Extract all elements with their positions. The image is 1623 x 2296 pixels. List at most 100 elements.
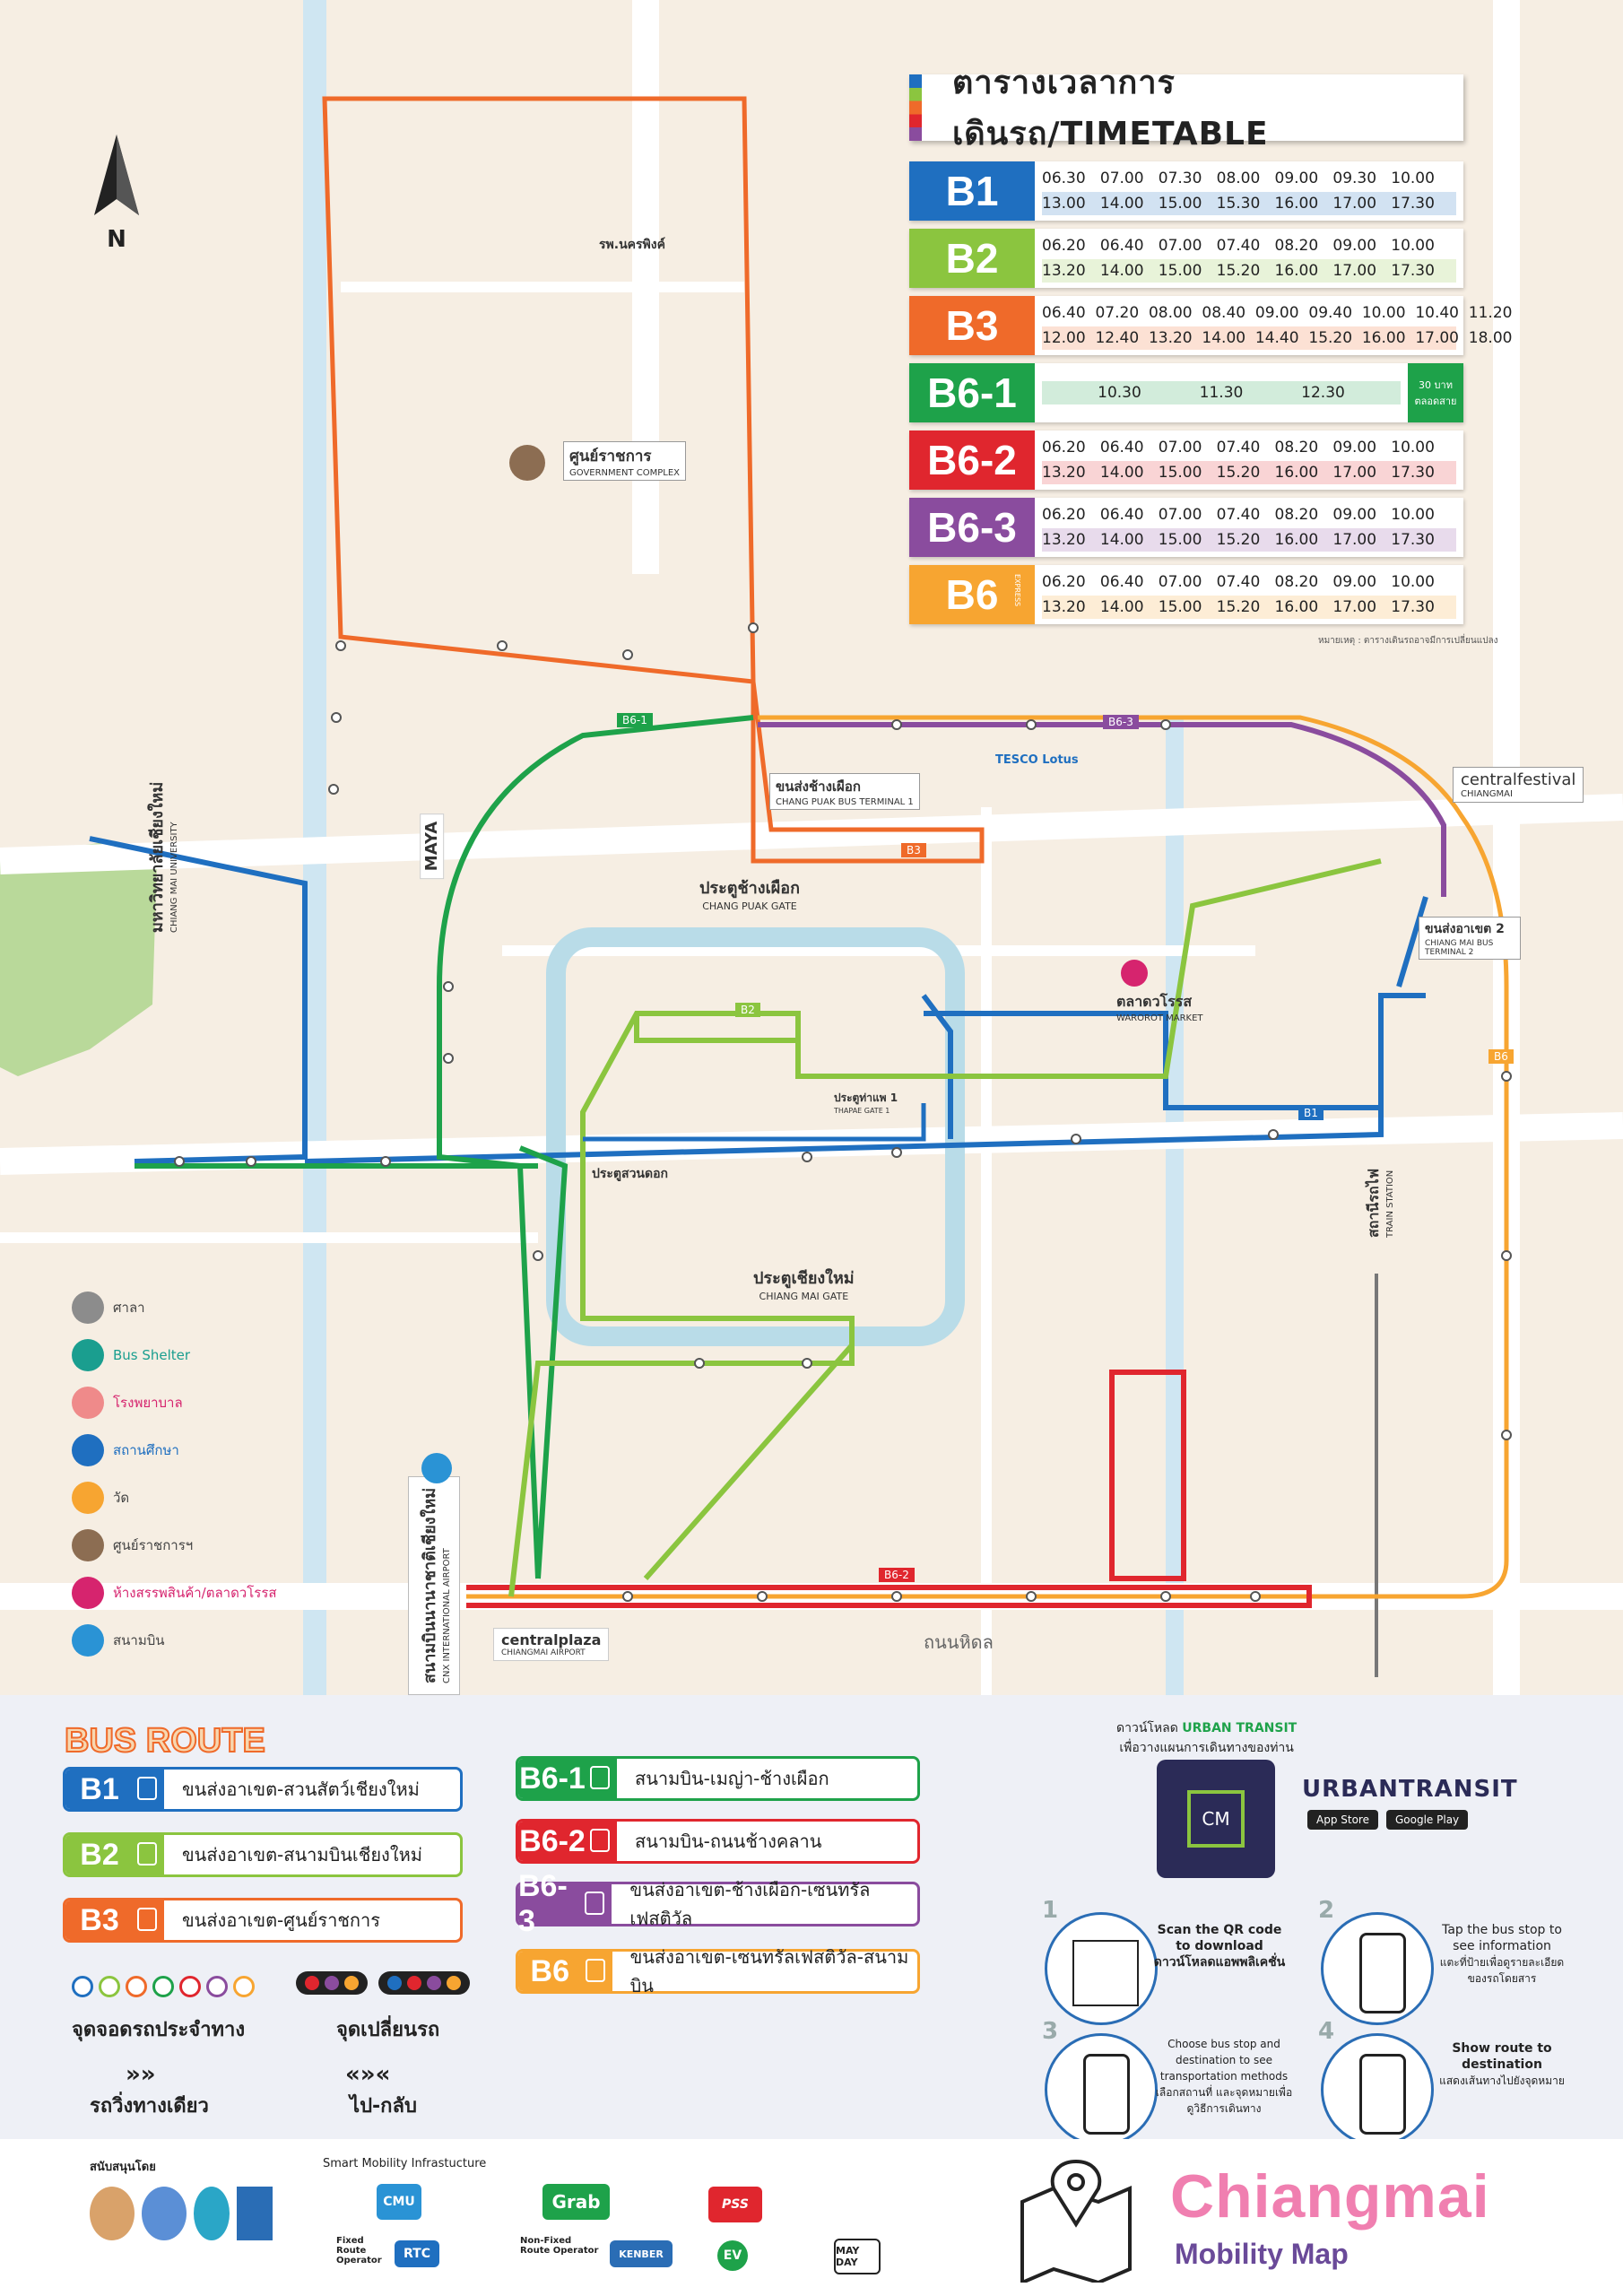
route-b6-1: [135, 715, 754, 1579]
timetable-route-badge: B6-1: [909, 363, 1035, 422]
bus-icon: [585, 1959, 605, 1982]
transfer-dots-row: [296, 1971, 470, 1995]
temple-icon: [72, 1482, 104, 1514]
route-b6: [466, 715, 1509, 1599]
chiangmai-gate-label: ประตูเชียงใหม่ CHIANG MAI GATE: [753, 1269, 855, 1302]
step-4-circle: [1321, 2033, 1434, 2146]
central-festival-label: centralfestival CHIANGMAI: [1453, 767, 1584, 803]
route-description: ขนส่งอาเขต-ช้างเผือก-เซนทรัลเฟสติวัล: [629, 1879, 871, 1929]
google-play-button[interactable]: Google Play: [1386, 1810, 1469, 1830]
step-3-circle: [1045, 2033, 1158, 2146]
step-3-number: 3: [1042, 2018, 1059, 2045]
step-4-text: Show route to destination แสดงเส้นทางไปย…: [1439, 2041, 1565, 2087]
bus-icon: [137, 1777, 157, 1800]
tha-phae-gate-label: ประตูท่าแพ 1 THAPAE GATE 1: [834, 1091, 898, 1115]
route-item-b3: B3 ขนส่งอาเขต-ศูนย์ราชการ: [63, 1898, 463, 1943]
rtc-logo: RTC: [395, 2240, 439, 2267]
app-logo-icon[interactable]: CM: [1157, 1760, 1275, 1878]
central-plaza-label: centralplaza CHIANGMAI AIRPORT: [493, 1628, 610, 1661]
qr-code-icon[interactable]: [1072, 1940, 1139, 2006]
fare-note: 30 บาท ตลอดสาย: [1408, 363, 1463, 422]
route-code: B6-3: [518, 1869, 568, 1938]
timetable-morning-times: 06.20 06.40 07.00 07.40 08.20 09.00 10.0…: [1042, 506, 1435, 524]
route-description: ขนส่งอาเขต-สวนสัตว์เชียงใหม่: [182, 1779, 420, 1800]
timetable-afternoon-times: 13.20 14.00 15.00 15.20 16.00 17.00 17.3…: [1042, 596, 1456, 619]
app-download-text: ดาวน์โหลด URBAN TRANSIT เพื่อวางแผนการเด…: [1116, 1721, 1298, 1755]
route-code: B1: [80, 1771, 119, 1806]
legend-label: สนามบิน: [113, 1632, 165, 1648]
park-area: [0, 843, 157, 1076]
stop-label: จุดจอดรถประจำทาง: [72, 2019, 246, 2041]
airport-icon: [72, 1624, 104, 1657]
stop-dots-row: [72, 1976, 255, 1997]
step-2-number: 2: [1318, 1897, 1335, 1924]
route-description: ขนส่งอาเขต-ศูนย์ราชการ: [182, 1909, 380, 1931]
road-label: ถนนหิดล: [924, 1631, 994, 1653]
kenber-logo: KENBER: [610, 2240, 673, 2267]
twoway-arrows-icon: «»«: [345, 2061, 391, 2088]
route-b6-2: [466, 1370, 1312, 1608]
timetable-route-badge: B6-3: [909, 498, 1035, 557]
chang-puak-gate-label: ประตูช้างเผือก CHANG PUAK GATE: [699, 879, 800, 912]
mobility-map-subtitle: Mobility Map: [1175, 2238, 1349, 2270]
hospital-icon: [72, 1387, 104, 1419]
maya-label: MAYA: [420, 813, 445, 880]
legend-item: วัด: [72, 1482, 129, 1514]
legend-label: สถานศึกษา: [113, 1442, 179, 1458]
app-store-button[interactable]: App Store: [1307, 1810, 1378, 1830]
river: [1166, 718, 1184, 1695]
legend-item: Bus Shelter: [72, 1339, 190, 1371]
b2-map-tag: B2: [735, 1003, 760, 1017]
phone-icon: [1083, 2054, 1130, 2135]
oneway-arrows-icon: »»: [126, 2061, 156, 2088]
legend-item: สถานศึกษา: [72, 1434, 179, 1466]
cmu-label: มหาวิทยาลัยเชียงใหม่ CHIANG MAI UNIVERSI…: [148, 781, 179, 933]
b63-map-tag: B6-3: [1103, 715, 1139, 729]
pavilion-icon: [72, 1292, 104, 1324]
support-label: สนับสนุนโดย: [90, 2161, 156, 2174]
timetable-route-badge: B2: [909, 229, 1035, 288]
timetable-afternoon-times: 13.20 14.00 15.00 15.20 16.00 17.00 17.3…: [1042, 259, 1456, 283]
logo-icon: [194, 2187, 230, 2240]
bus-icon: [585, 1892, 605, 1915]
timetable-afternoon-times: 13.20 14.00 15.00 15.20 16.00 17.00 17.3…: [1042, 528, 1456, 552]
route-b1: [89, 836, 1428, 1164]
school-icon: [72, 1434, 104, 1466]
timetable-morning-times: 06.20 06.40 07.00 07.40 08.20 09.00 10.0…: [1042, 573, 1435, 591]
timetable-morning-times: 06.20 06.40 07.00 07.40 08.20 09.00 10.0…: [1042, 439, 1435, 457]
tesco-label: TESCO Lotus: [995, 753, 1079, 767]
timetable-afternoon-times: 12.00 12.40 13.20 14.00 14.40 15.20 16.0…: [1042, 326, 1512, 350]
timetable-route-badge: B6-2: [909, 430, 1035, 490]
timetable-row-b6-3: B6-3 06.20 06.40 07.00 07.40 08.20 09.00 …: [909, 498, 1463, 557]
route-description: สนามบิน-เมญ่า-ช้างเผือก: [635, 1768, 829, 1789]
train-station-label: สถานีรถไฟ TRAIN STATION: [1365, 1168, 1395, 1238]
step-2-text: Tap the bus stop to see information แตะท…: [1439, 1923, 1565, 1985]
express-tag: EXPRESS: [1013, 574, 1021, 607]
bus-icon: [137, 1842, 157, 1866]
legend-label: Bus Shelter: [113, 1347, 191, 1363]
north-arrow-icon: N: [90, 135, 143, 253]
route-item-b6-3: B6-3 ขนส่งอาเขต-ช้างเผือก-เซนทรัลเฟสติวัล: [516, 1869, 920, 1938]
bus-icon: [590, 1766, 610, 1789]
route-code: B3: [80, 1902, 119, 1937]
transfer-label: จุดเปลี่ยนรถ: [336, 2019, 440, 2041]
mayday-logo: MAY DAY: [834, 2239, 881, 2274]
timetable-row-b6-2: B6-2 06.20 06.40 07.00 07.40 08.20 09.00 …: [909, 430, 1463, 490]
pss-logo: PSS: [708, 2187, 762, 2222]
non-fixed-route-label: Non-Fixed Route Operator: [520, 2236, 599, 2256]
undp-icon: [237, 2187, 273, 2240]
timetable-route-badge: B6: [909, 565, 1035, 624]
timetable-route-badge: B3: [909, 296, 1035, 355]
timetable-title: ตารางเวลาการเดินรถ/TIMETABLE: [909, 65, 1463, 152]
legend-item: ศูนย์ราชการฯ: [72, 1529, 193, 1561]
airport-icon: [421, 1453, 452, 1483]
legend-label: โรงพยาบาล: [113, 1395, 183, 1411]
oneway-label: รถวิ่งทางเดียว: [90, 2095, 209, 2118]
timetable-afternoon-times: 13.00 14.00 15.00 15.30 16.00 17.00 17.3…: [1042, 192, 1456, 215]
legend-label: ศูนย์ราชการฯ: [113, 1537, 194, 1553]
legend-item: ศาลา: [72, 1292, 145, 1324]
